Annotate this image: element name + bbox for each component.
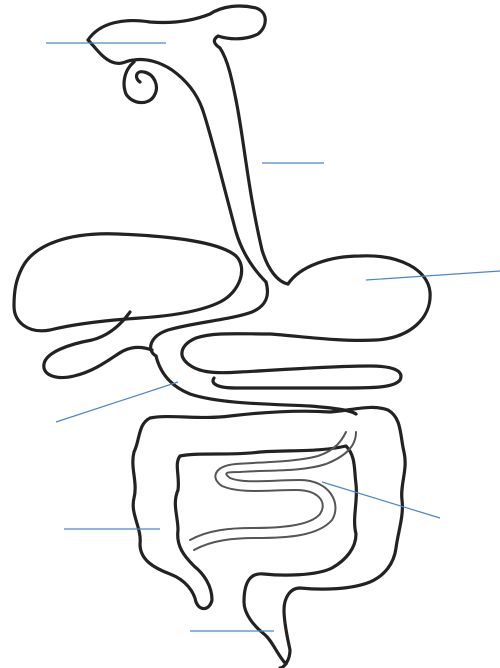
- small-intestine-coil: [190, 432, 356, 550]
- duodenum-outline: [156, 356, 401, 414]
- stomach-outline: [151, 256, 430, 362]
- leader-line-stomach: [366, 271, 500, 280]
- esophagus-outline: [202, 100, 288, 284]
- mouth-outline: [88, 6, 265, 108]
- leader-line-small-intestine: [322, 482, 440, 518]
